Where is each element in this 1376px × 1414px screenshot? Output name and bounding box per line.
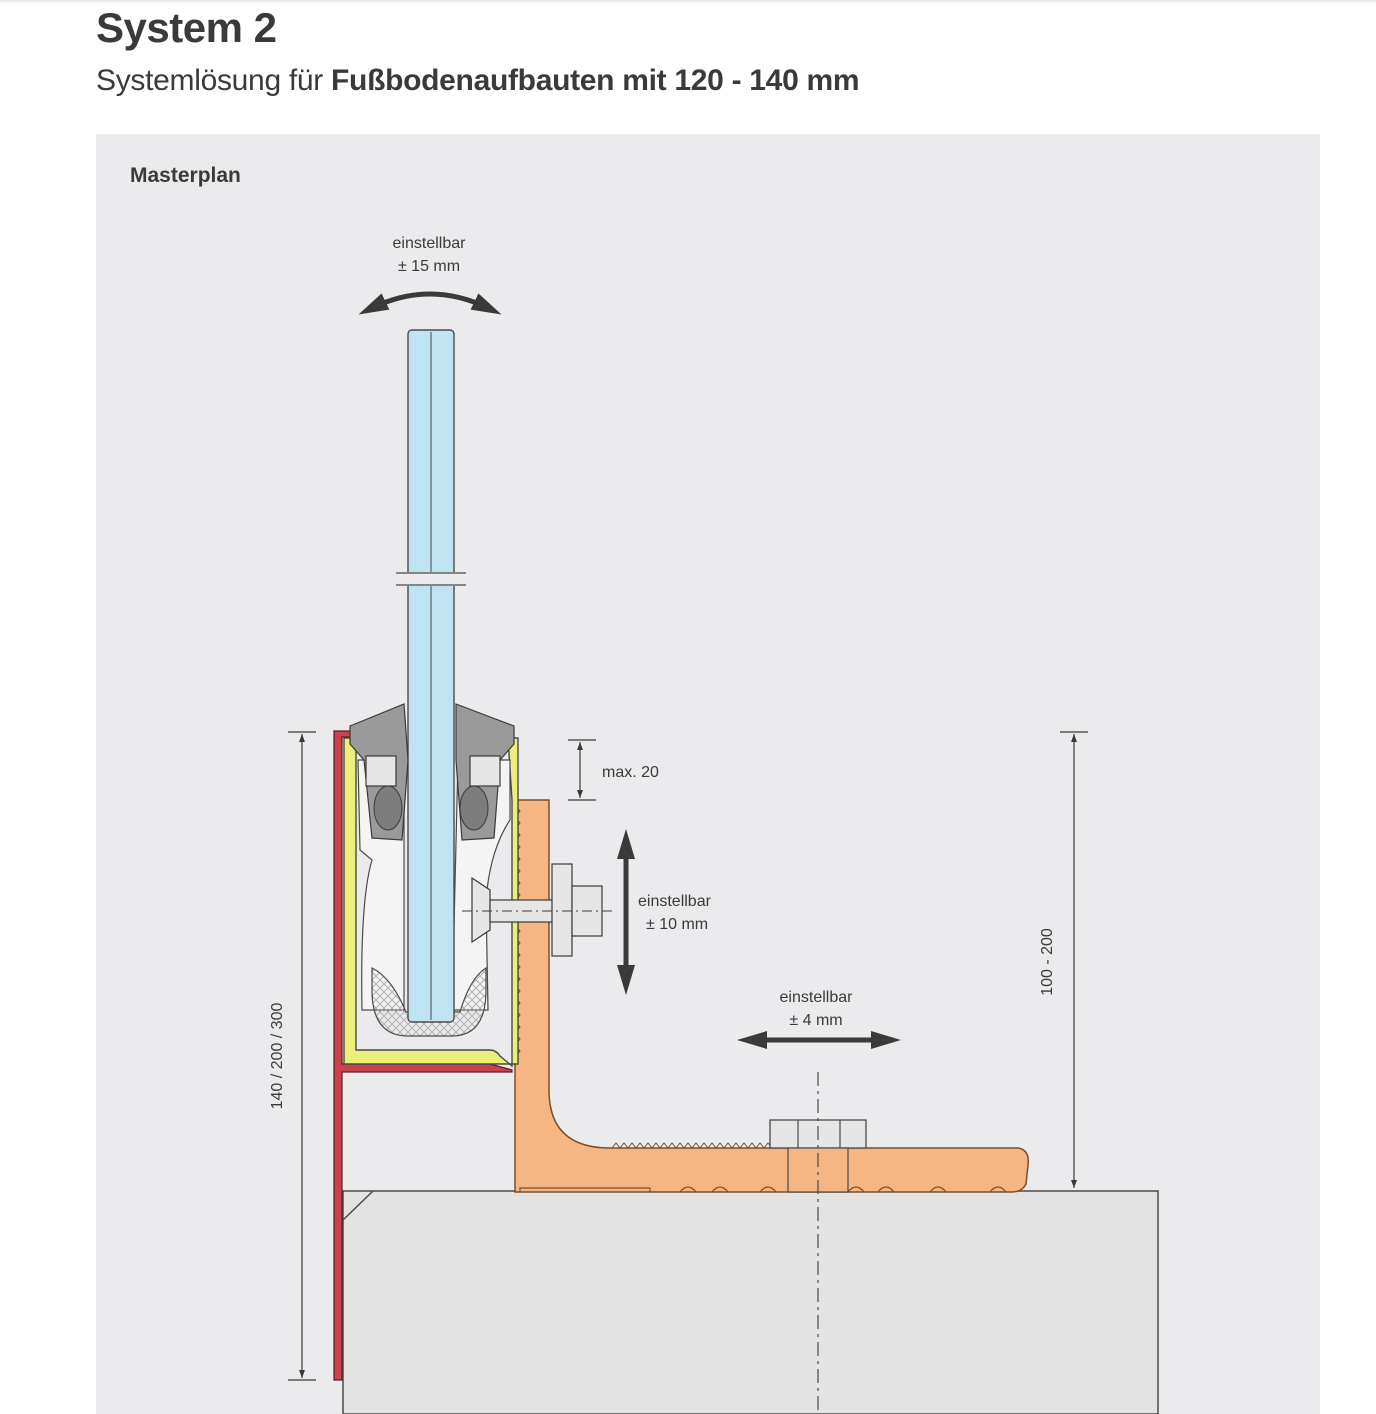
subtitle-prefix: Systemlösung für <box>96 64 323 97</box>
page-subtitle: Systemlösung für Fußbodenaufbauten mit 1… <box>96 64 860 98</box>
glass-adjust-label-1: einstellbar <box>393 235 467 252</box>
bolt-countersunk-head <box>471 876 491 944</box>
bracket-bottom-feet <box>519 1186 1007 1193</box>
right-clamp-insert <box>469 755 501 787</box>
right-clamp-roller <box>459 785 489 831</box>
cover-height-label: 140 / 200 / 300 <box>269 1003 286 1110</box>
max-gap-label: max. 20 <box>602 764 659 781</box>
horizontal-adjust-label-1: einstellbar <box>780 989 854 1006</box>
left-clamp-roller <box>373 785 403 831</box>
bracket-serration <box>514 804 521 1058</box>
slab-edge-bevel <box>342 1190 374 1221</box>
panel-title: Masterplan <box>130 164 241 187</box>
glass-break-lines <box>396 572 466 586</box>
vertical-adjust-label-2: ± 10 mm <box>646 916 708 933</box>
bracket-top-teeth <box>611 1142 773 1149</box>
horizontal-adjust-label-2: ± 4 mm <box>789 1012 842 1029</box>
glass-adjust-label-2: ± 15 mm <box>398 258 460 275</box>
bottom-gasket <box>371 966 487 1037</box>
concrete-slab <box>342 1190 1159 1414</box>
top-shadow-line <box>0 0 1376 4</box>
vertical-adjust-label-1: einstellbar <box>638 893 712 910</box>
cover-height-dimension <box>288 731 316 1381</box>
bolt-washer <box>551 863 573 957</box>
base-profile <box>343 737 519 1068</box>
glass-break-gap <box>396 572 466 586</box>
left-clamp-insert <box>365 755 397 787</box>
angle-bracket <box>514 799 1030 1193</box>
height-range-dimension <box>1060 731 1088 1188</box>
subtitle-bold: Fußbodenaufbauten mit 120 - 140 mm <box>331 64 860 97</box>
page-title: System 2 <box>96 4 277 51</box>
height-range-label: 100 - 200 <box>1039 928 1056 996</box>
max-gap-dimension <box>568 739 596 801</box>
glass-adjust-arrow <box>358 291 502 315</box>
anchor-nut-facets <box>797 1120 841 1148</box>
